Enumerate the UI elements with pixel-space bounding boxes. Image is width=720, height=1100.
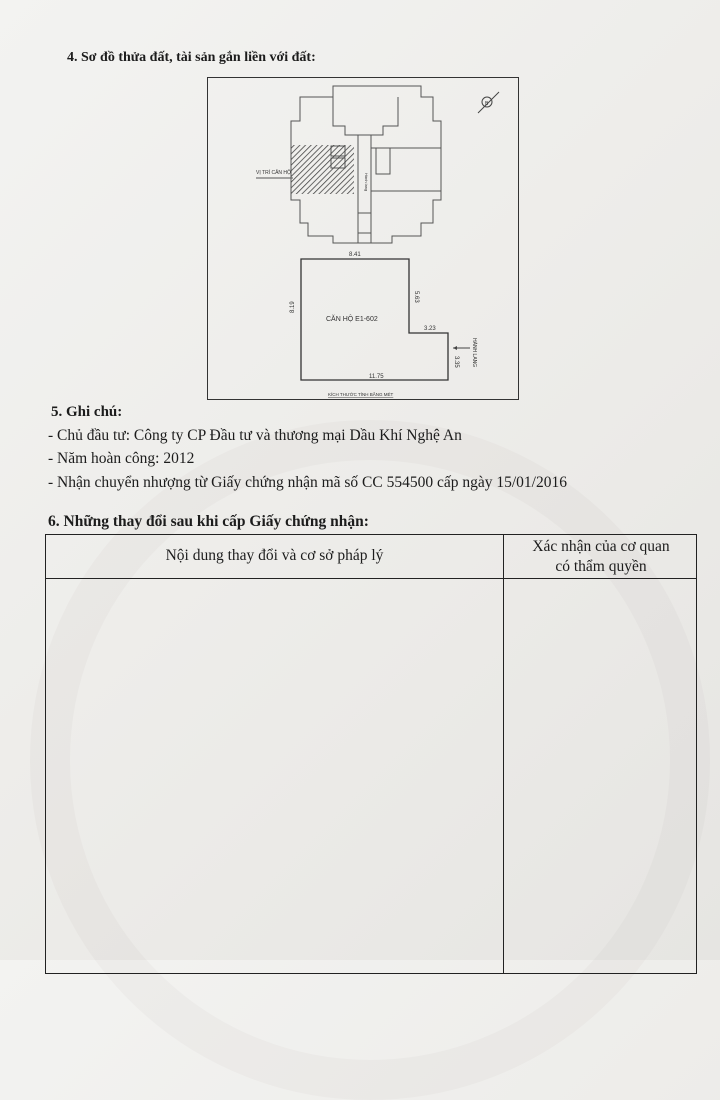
- note-transfer: - Nhận chuyển nhượng từ Giấy chứng nhận …: [48, 474, 567, 491]
- section-4-title: 4. Sơ đồ thửa đất, tài sản gắn liền với …: [67, 50, 316, 65]
- apartment-location-hatch: [291, 145, 354, 194]
- section-5-title: 5. Ghi chú:: [51, 404, 123, 420]
- corridor-label: HÀNH LANG: [471, 338, 478, 367]
- corridor-label-top: Hành lang: [364, 173, 369, 191]
- dimension-left: 8.19: [290, 301, 296, 313]
- unit-note: KÍCH THƯỚC TÍNH BẰNG MÉT: [328, 390, 394, 397]
- changes-table: Nội dung thay đổi và cơ sở pháp lý Xác n…: [45, 534, 697, 974]
- apartment-label: CĂN HỘ E1-602: [326, 314, 378, 323]
- floor-plan-diagram: VỊ TRÍ CĂN HỘ Hành lang B 8.41 5.63 3.23…: [207, 77, 519, 400]
- location-label: VỊ TRÍ CĂN HỘ: [256, 169, 291, 176]
- column-divider: [503, 535, 504, 973]
- column-header-confirmation-line-1: Xác nhận của cơ quan: [532, 538, 670, 555]
- column-header-confirmation-line-2: có thẩm quyền: [555, 558, 647, 575]
- north-label: B: [485, 101, 489, 107]
- dimension-right-lower: 3.35: [453, 356, 459, 368]
- section-6-title: 6. Những thay đổi sau khi cấp Giấy chứng…: [48, 513, 369, 530]
- note-completion-year: - Năm hoàn công: 2012: [48, 450, 195, 467]
- header-divider: [46, 578, 696, 579]
- dimension-bottom: 11.75: [369, 374, 384, 380]
- dimension-top: 8.41: [349, 252, 361, 258]
- dimension-right-upper: 5.63: [413, 291, 419, 303]
- column-header-content: Nội dung thay đổi và cơ sở pháp lý: [165, 547, 384, 564]
- note-investor: - Chủ đầu tư: Công ty CP Đầu tư và thươn…: [48, 427, 462, 444]
- dimension-step: 3.23: [424, 326, 436, 332]
- column-header-confirmation: Xác nhận của cơ quan có thẩm quyền: [504, 537, 698, 577]
